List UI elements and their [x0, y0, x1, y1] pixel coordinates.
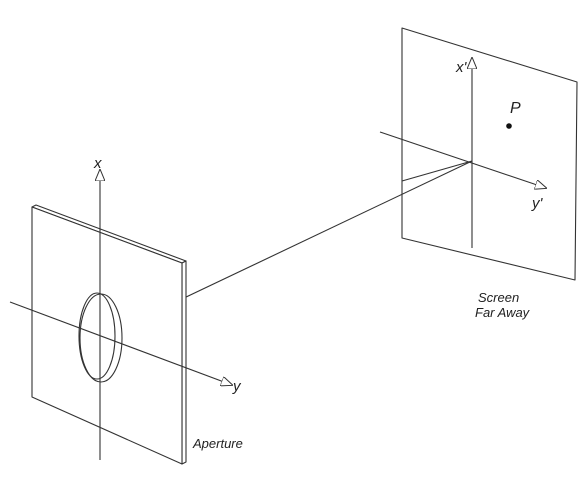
screen-axis-y-label: y' [531, 195, 544, 212]
aperture-plate [31, 206, 183, 465]
aperture [9, 170, 232, 465]
aperture-axis-x-label: x [93, 155, 102, 172]
screen [379, 27, 578, 281]
aperture-axis-y [9, 301, 232, 385]
screen-caption-line2: Far Away [475, 305, 531, 320]
aperture-caption: Aperture [192, 436, 243, 451]
screen-caption-line1: Screen [478, 290, 519, 305]
screen-axis-y-prime [379, 131, 546, 188]
aperture-hole [78, 292, 116, 380]
screen-panel [401, 27, 578, 281]
point-p-marker [506, 123, 512, 129]
point-p-label: P [510, 100, 521, 117]
aperture-axis-y-label: y [232, 378, 242, 395]
aperture-plate-side-edge [181, 260, 187, 465]
screen-axis-backward [401, 160, 473, 182]
screen-axis-x-label: x' [455, 59, 468, 76]
